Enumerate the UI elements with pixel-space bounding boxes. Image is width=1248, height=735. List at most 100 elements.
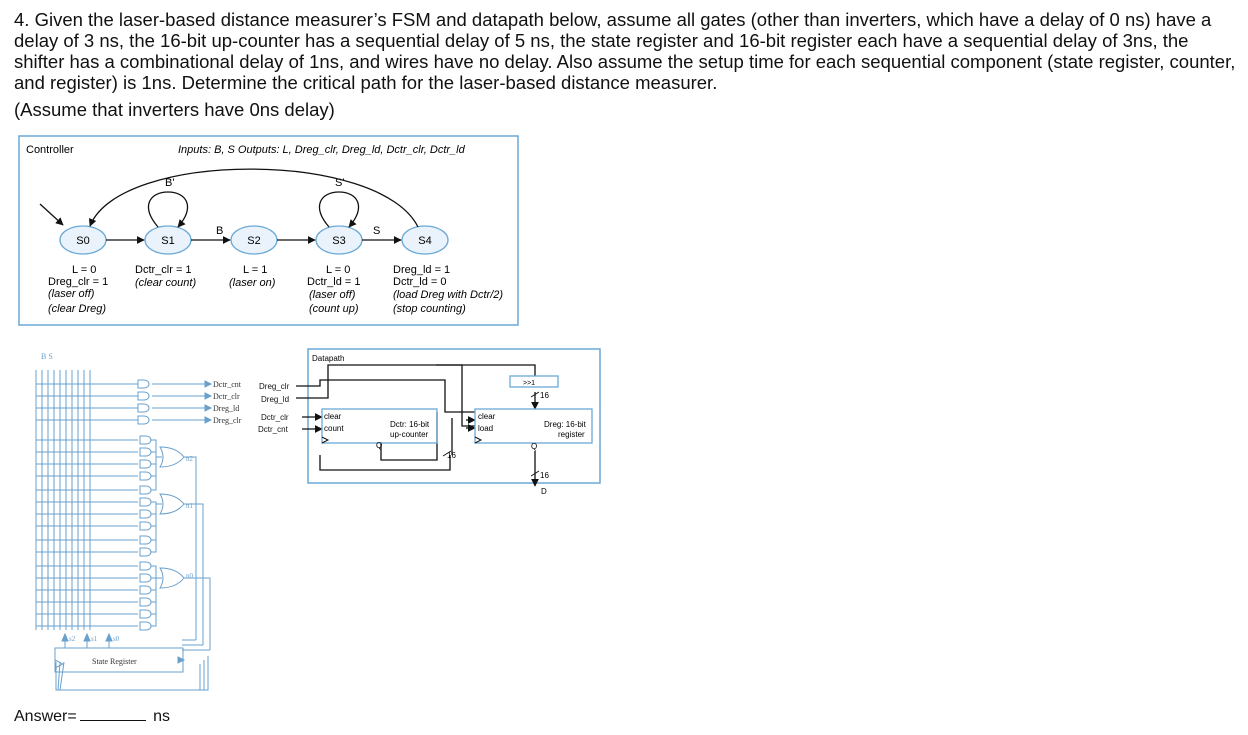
s0-action-3: (laser off) [48, 288, 95, 300]
out-dctr-cnt: Dctr_cnt [213, 380, 242, 389]
s3-to-s4-label: S [373, 225, 380, 237]
s3-action-4: (count up) [309, 303, 359, 315]
register-box [474, 408, 593, 444]
s3-action-1: L = 0 [326, 264, 350, 276]
answer-line: Answer= ns [14, 704, 170, 726]
state-s2-label: S2 [247, 235, 260, 247]
s1-action-1: Dctr_clr = 1 [135, 264, 192, 276]
s3-self-label: S' [335, 177, 344, 189]
question-text: 4. Given the laser-based distance measur… [14, 9, 1236, 93]
gate-wire [151, 577, 162, 627]
and-gate [139, 435, 152, 445]
circuit-inputs-label: B S [41, 352, 53, 361]
counter-label-1: Dctr: 16-bit [390, 420, 430, 429]
datapath-output-d: D [541, 487, 547, 496]
controller-circuit: B S n2 n1 n0 Dctr_cnt Dctr_clr Dreg_ld [35, 352, 242, 691]
s2-bit-label: s2 [69, 635, 76, 643]
datapath: Dreg_clr Dreg_ld Dctr_clr Dctr_cnt Datap… [258, 348, 601, 496]
state-s4 [401, 225, 449, 255]
and-gate [139, 509, 152, 519]
s4-action-4: (stop counting) [393, 303, 466, 315]
counter-q: Q [376, 441, 382, 450]
controller-io: Inputs: B, S Outputs: L, Dreg_clr, Dreg_… [178, 144, 466, 156]
answer-blank[interactable] [79, 704, 146, 721]
or-gate-n0 [159, 567, 185, 589]
register-load-port: load [478, 424, 493, 433]
bus-width-top: 16 [540, 391, 549, 400]
and-gate [137, 391, 150, 401]
and-gate [139, 609, 152, 619]
state-s0-label: S0 [76, 235, 89, 247]
and-gate [139, 561, 152, 571]
counter-label-2: up-counter [390, 430, 429, 439]
and-gate [139, 471, 152, 481]
circuit-gates [36, 379, 209, 691]
counter-count-port: count [324, 424, 344, 433]
s0-entry-arrow [39, 203, 64, 226]
and-gate [137, 379, 150, 389]
state-register-label: State Register [92, 657, 137, 666]
out-dctr-clr: Dctr_clr [213, 392, 240, 401]
datapath-box [307, 348, 601, 484]
s3-action-3: (laser off) [309, 289, 356, 301]
controller-title: Controller [26, 144, 74, 156]
out-dreg-ld: Dreg_ld [213, 404, 239, 413]
controller-fsm: Controller Inputs: B, S Outputs: L, Dreg… [18, 135, 519, 326]
shifter-label: >>1 [523, 380, 535, 387]
answer-unit: ns [153, 708, 171, 725]
out-dreg-clr: Dreg_clr [213, 416, 242, 425]
n0-label: n0 [186, 572, 194, 580]
register-label-2: register [558, 430, 585, 439]
counter-clear-port: clear [324, 412, 342, 421]
answer-label: Answer= [14, 708, 77, 725]
circuit-input-lines [35, 370, 91, 630]
counter-box [321, 408, 438, 444]
s4-action-3: (load Dreg with Dctr/2) [393, 289, 503, 301]
bus-width-counter: 16 [447, 451, 456, 460]
s1-action-2: (clear count) [135, 277, 196, 289]
and-gate [139, 573, 152, 583]
s2-action-1: L = 1 [243, 264, 267, 276]
s1-bit-label: s1 [91, 635, 98, 643]
n1-label: n1 [186, 502, 194, 510]
and-gate [139, 597, 152, 607]
state-s3-label: S3 [332, 235, 345, 247]
or-gate-n1 [159, 493, 185, 515]
dp-sig-dctr-cnt: Dctr_cnt [258, 425, 289, 434]
s1-to-s2-label: B [216, 225, 223, 237]
s1-self-label: B' [165, 177, 174, 189]
s2-action-2: (laser on) [229, 277, 276, 289]
dp-sig-dreg-clr: Dreg_clr [259, 382, 290, 391]
s4-action-1: Dreg_ld = 1 [393, 264, 450, 276]
and-gate [137, 403, 150, 413]
gate-wire [151, 503, 162, 553]
or-gate-n2 [159, 446, 185, 468]
s0-action-1: L = 0 [72, 264, 96, 276]
s0-action-4: (clear Dreg) [48, 303, 106, 315]
state-s1-label: S1 [161, 235, 174, 247]
and-gate [137, 415, 150, 425]
and-gate [139, 585, 152, 595]
s4-to-s0-arc [88, 168, 419, 228]
s4-action-2: Dctr_ld = 0 [393, 276, 447, 288]
dp-sig-dreg-ld: Dreg_ld [261, 395, 289, 404]
n2-label: n2 [186, 455, 194, 463]
s0-bit-label: s0 [113, 635, 120, 643]
and-gate [139, 621, 152, 631]
gate-wire [151, 451, 162, 458]
feedback-wire [59, 656, 209, 691]
s0-action-2: Dreg_clr = 1 [48, 276, 108, 288]
register-label-1: Dreg: 16-bit [544, 420, 587, 429]
s3-action-2: Dctr_ld = 1 [307, 276, 361, 288]
and-gate [139, 535, 152, 545]
register-clear-port: clear [478, 412, 496, 421]
dp-sig-dctr-clr: Dctr_clr [261, 413, 289, 422]
and-gate [139, 485, 152, 495]
bus-width-output: 16 [540, 471, 549, 480]
and-gate [139, 521, 152, 531]
register-q: Q [531, 442, 537, 451]
question-note: (Assume that inverters have 0ns delay) [14, 99, 335, 120]
state-s4-label: S4 [418, 235, 431, 247]
and-gate [139, 547, 152, 557]
